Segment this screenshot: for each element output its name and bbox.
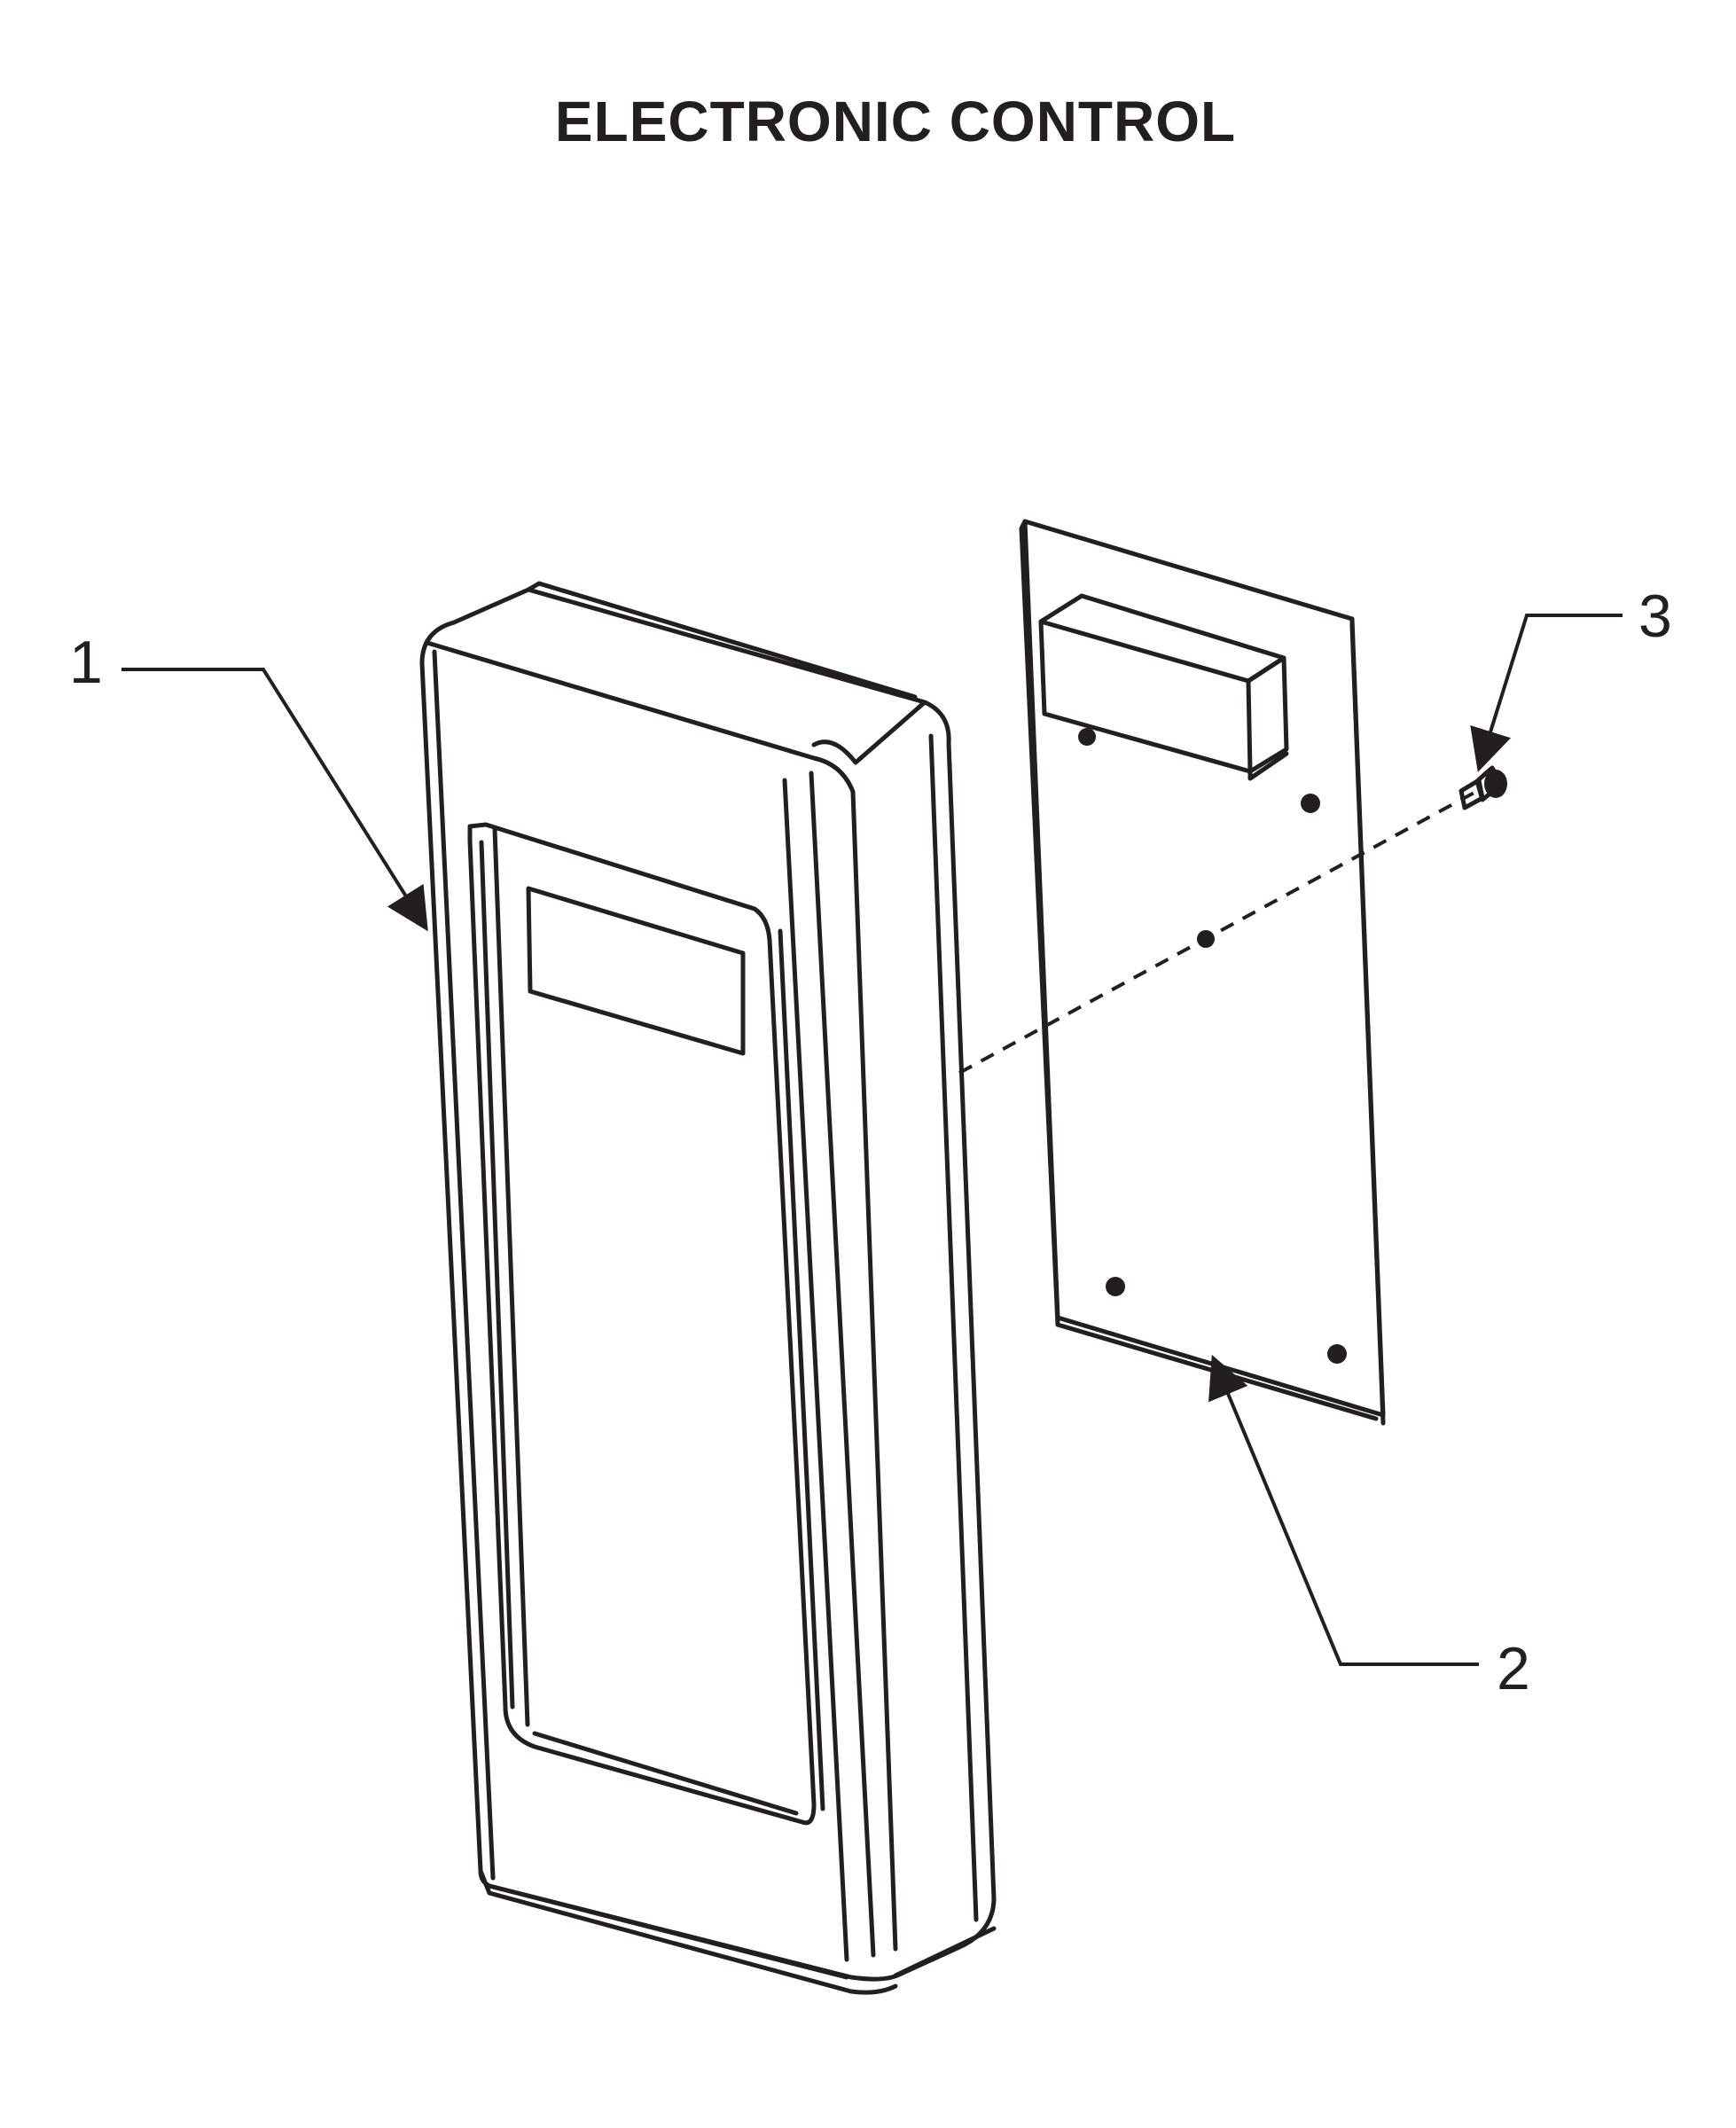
- callout-1: 1: [69, 629, 103, 696]
- mounting-hole: [1301, 794, 1320, 813]
- callout-3: 3: [1638, 583, 1672, 650]
- part-2-control-board: [1019, 519, 1386, 1426]
- callout-2: 2: [1497, 1635, 1530, 1702]
- mounting-hole: [1327, 1344, 1347, 1364]
- leader-line-3: [1470, 614, 1623, 772]
- diagram-title: ELECTRONIC CONTROL: [554, 90, 1237, 153]
- part-1-housing: [419, 581, 997, 1995]
- mounting-hole: [1078, 728, 1096, 746]
- part-3-screw: [1458, 765, 1507, 810]
- leader-line-1: [121, 668, 428, 932]
- leader-line-2: [1208, 1354, 1479, 1666]
- mounting-hole: [1106, 1277, 1125, 1296]
